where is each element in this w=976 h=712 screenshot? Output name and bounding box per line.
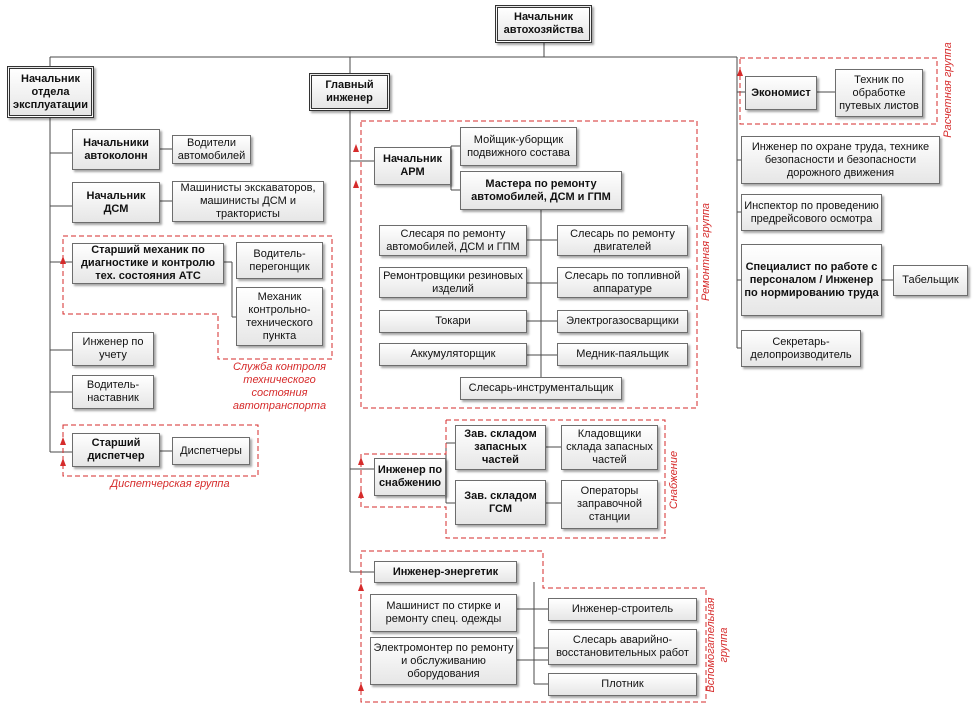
dispatch-group-label: Диспетчерская группа — [110, 478, 230, 490]
tinsmith-box: Медник-паяльщик — [557, 343, 688, 366]
fuel-warehouse-head-box: Зав. складом ГСМ — [455, 480, 546, 525]
masters-box: Мастера по ремонту автомобилей, ДСМ и ГП… — [460, 171, 622, 210]
supply-engineer-box: Инженер по снабжению — [374, 458, 446, 496]
autocolumn-head-box: Начальники автоколонн — [72, 129, 160, 170]
driver-ferry-box: Водитель-перегонщик — [236, 242, 323, 279]
timekeeper-box: Табельщик — [893, 265, 968, 296]
dispatchers-box: Диспетчеры — [172, 437, 250, 465]
accounting-engineer-box: Инженер по учету — [72, 332, 154, 366]
chief-engineer-box: Главный инженер — [309, 73, 390, 111]
calc-group-label: Расчетная группа — [942, 42, 954, 138]
carpenter-box: Плотник — [548, 673, 697, 696]
emergency-box: Слесарь аварийно-восстановительных работ — [548, 629, 697, 665]
driver-mentor-box: Водитель-наставник — [72, 375, 154, 409]
senior-dispatcher-box: Старший диспетчер — [72, 433, 160, 467]
battery-box: Аккумуляторщик — [379, 343, 527, 366]
turners-box: Токари — [379, 310, 527, 333]
senior-mechanic-box: Старший механик по диагностике и контрол… — [72, 243, 224, 284]
arm-head-box: Начальник АРМ — [374, 147, 451, 185]
repair-group-label: Ремонтная группа — [700, 202, 712, 302]
builder-box: Инженер-строитель — [548, 598, 697, 621]
economist-box: Экономист — [745, 76, 817, 110]
fitter-auto-box: Слесаря по ремонту автомобилей, ДСМ и ГП… — [379, 225, 527, 256]
dsm-head-box: Начальник ДСМ — [72, 182, 160, 223]
mechanic-ktp-box: Механик контрольно-технического пункта — [236, 287, 323, 346]
toolmaker-box: Слесарь-инструментальщик — [460, 377, 622, 400]
rubber-box: Ремонтровщики резиновых изделий — [379, 267, 527, 298]
tech-service-group-label: Служба контроля технического состояния а… — [232, 361, 327, 412]
washer-box: Мойщик-уборщик подвижного состава — [460, 127, 577, 166]
supply-group-label: Снабжение — [668, 450, 680, 510]
spare-warehouse-head-box: Зав. складом запасных частей — [455, 425, 546, 470]
safety-engineer-box: Инженер по охране труда, технике безопас… — [741, 136, 940, 184]
fitter-engine-box: Слесарь по ремонту двигателей — [557, 225, 688, 256]
inspector-box: Инспектор по проведению предрейсового ос… — [741, 194, 882, 231]
waybill-tech-box: Техник по обработке путевых листов — [835, 69, 923, 117]
spare-keepers-box: Кладовщики склада запасных частей — [561, 425, 658, 470]
energy-engineer-box: Инженер-энергетик — [374, 561, 517, 583]
head-box: Начальник автохозяйства — [495, 5, 592, 43]
fuel-operators-box: Операторы заправочной станции — [561, 480, 658, 529]
aux-group-label: Вспомогательная группа — [705, 597, 730, 693]
ops-head-box: Начальник отдела эксплуатации — [7, 66, 94, 118]
welder-box: Электрогазосварщики — [557, 310, 688, 333]
hr-specialist-box: Специалист по работе с персоналом / Инже… — [741, 244, 882, 316]
fuel-box: Слесарь по топливной аппаратуре — [557, 267, 688, 298]
electrician-box: Электромонтер по ремонту и обслуживанию … — [370, 637, 517, 685]
drivers-box: Водители автомобилей — [172, 135, 251, 164]
dsm-workers-box: Машинисты экскаваторов, машинисты ДСМ и … — [172, 181, 324, 222]
secretary-box: Секретарь-делопроизводитель — [741, 330, 861, 367]
laundry-box: Машинист по стирке и ремонту спец. одежд… — [370, 594, 517, 632]
